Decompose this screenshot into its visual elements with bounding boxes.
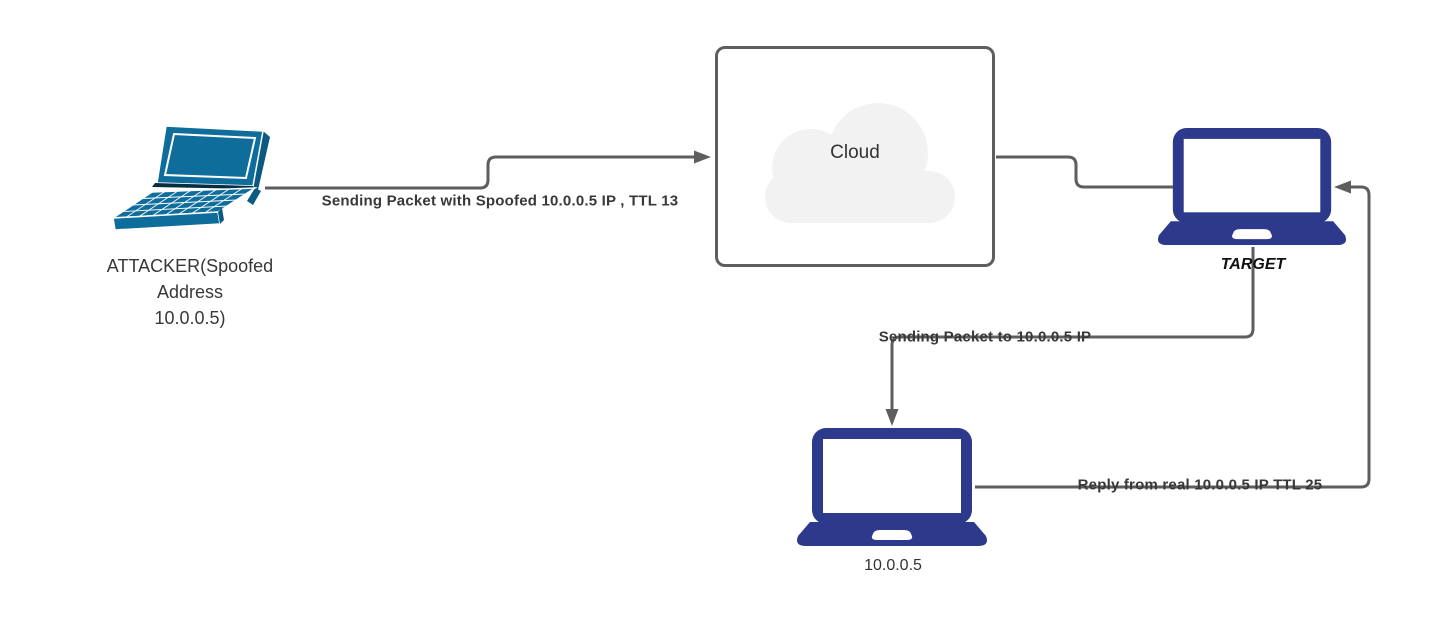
attacker-node [100,122,270,237]
arrowhead-right-icon [694,150,711,164]
edge-real-host-to-target [975,185,1371,489]
edge-label-sending-packet: Sending Packet to 10.0.0.5 IP [878,328,1092,346]
arrowhead-down-icon [885,409,899,426]
laptop-3d-icon [110,125,270,231]
real-host-node [796,428,988,553]
edge-cloud-to-target [996,155,1176,189]
attacker-label: ATTACKER(Spoofed Address 10.0.0.5) [70,253,310,331]
arrowhead-left-icon [1334,180,1351,194]
target-node [1157,128,1347,252]
cloud-icon [765,103,955,223]
real-host-label: 10.0.0.5 [864,557,922,574]
edge-target-to-real-host [890,247,1255,409]
attacker-label-line2: Address [156,282,224,302]
cloud-node: Cloud [715,46,995,267]
cloud-label: Cloud [830,142,880,163]
edge-label-spoofed-packet: Sending Packet with Spoofed 10.0.0.5 IP … [321,192,679,210]
target-label: TARGET [1220,256,1286,273]
attacker-label-line3: 10.0.0.5) [154,308,226,328]
laptop-icon [1157,128,1347,246]
edge-attacker-to-cloud [265,155,694,190]
edge-label-reply: Reply from real 10.0.0.5 IP TTL 25 [1077,476,1323,494]
attacker-label-line1: ATTACKER(Spoofed [106,256,274,276]
laptop-icon [797,428,987,546]
